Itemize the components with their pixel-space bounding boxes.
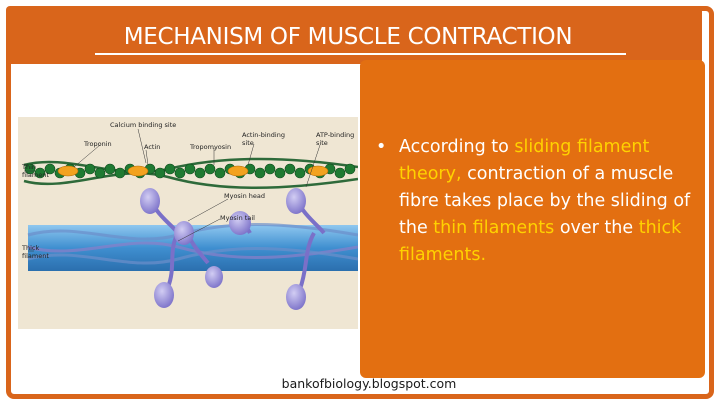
myosin-molecules bbox=[140, 188, 326, 310]
thin-filament bbox=[23, 157, 358, 189]
label-thick-filament: Thick filament bbox=[22, 244, 49, 260]
bullet-text: According to sliding filament theory, co… bbox=[399, 134, 699, 269]
label-atp-binding-site: ATP-binding site bbox=[316, 131, 355, 147]
label-tropomyosin: Tropomyosin bbox=[190, 143, 232, 151]
label-actin: Actin bbox=[144, 143, 161, 151]
label-actin-binding-site: Actin-binding site bbox=[242, 131, 285, 147]
label-myosin-tail: Myosin tail bbox=[220, 214, 255, 222]
filament-illustration bbox=[23, 128, 358, 310]
label-leader-lines bbox=[24, 128, 321, 252]
bullet-text-part: over the bbox=[554, 218, 639, 238]
bullet-text-part: According to bbox=[399, 137, 515, 157]
label-calcium-binding-site: Calcium binding site bbox=[110, 121, 177, 129]
label-troponin: Troponin bbox=[84, 140, 112, 148]
text-panel bbox=[360, 60, 705, 378]
bullet-marker: • bbox=[376, 137, 387, 157]
label-myosin-head: Myosin head bbox=[224, 192, 266, 200]
highlight-sliding-filament-theory: sliding filament theory, bbox=[399, 137, 650, 184]
source-credit: bankofbiology.blogspot.com bbox=[281, 376, 457, 391]
highlight-thin-filaments: thin filaments bbox=[433, 218, 555, 238]
highlight-thick-filaments: thick filaments. bbox=[399, 218, 682, 265]
muscle-filament-diagram: Calcium binding site Troponin Actin Trop… bbox=[18, 117, 358, 329]
slide-title: MECHANISM OF MUSCLE CONTRACTION bbox=[123, 24, 573, 50]
label-thin-filament: Thin filament bbox=[22, 163, 49, 179]
bullet-text-part: contraction of a muscle fibre takes plac… bbox=[399, 164, 691, 238]
title-underline bbox=[95, 53, 626, 55]
